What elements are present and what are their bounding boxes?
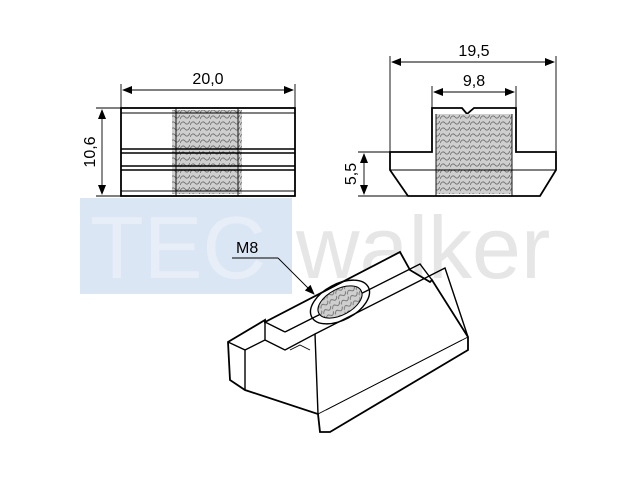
side-thread-fill xyxy=(436,114,512,194)
front-thread-fill xyxy=(172,110,242,194)
side-inner-width-label: 9,8 xyxy=(463,73,485,90)
front-view: 20,0 10,6 xyxy=(82,71,296,197)
isometric-view xyxy=(227,250,469,433)
front-height-label: 10,6 xyxy=(82,136,99,167)
front-width-label: 20,0 xyxy=(192,71,223,88)
watermark-box xyxy=(80,198,292,294)
thread-callout: M8 xyxy=(232,240,315,295)
iso-hole-thread xyxy=(317,285,363,319)
thread-callout-label: M8 xyxy=(236,240,258,257)
side-view: 19,5 9,8 5,5 xyxy=(343,43,557,197)
watermark: TEC walker xyxy=(80,198,550,297)
side-height-label: 5,5 xyxy=(343,163,360,185)
iso-hole-outer xyxy=(309,279,371,325)
watermark-tec: TEC xyxy=(90,198,266,297)
side-width-label: 19,5 xyxy=(458,43,489,60)
